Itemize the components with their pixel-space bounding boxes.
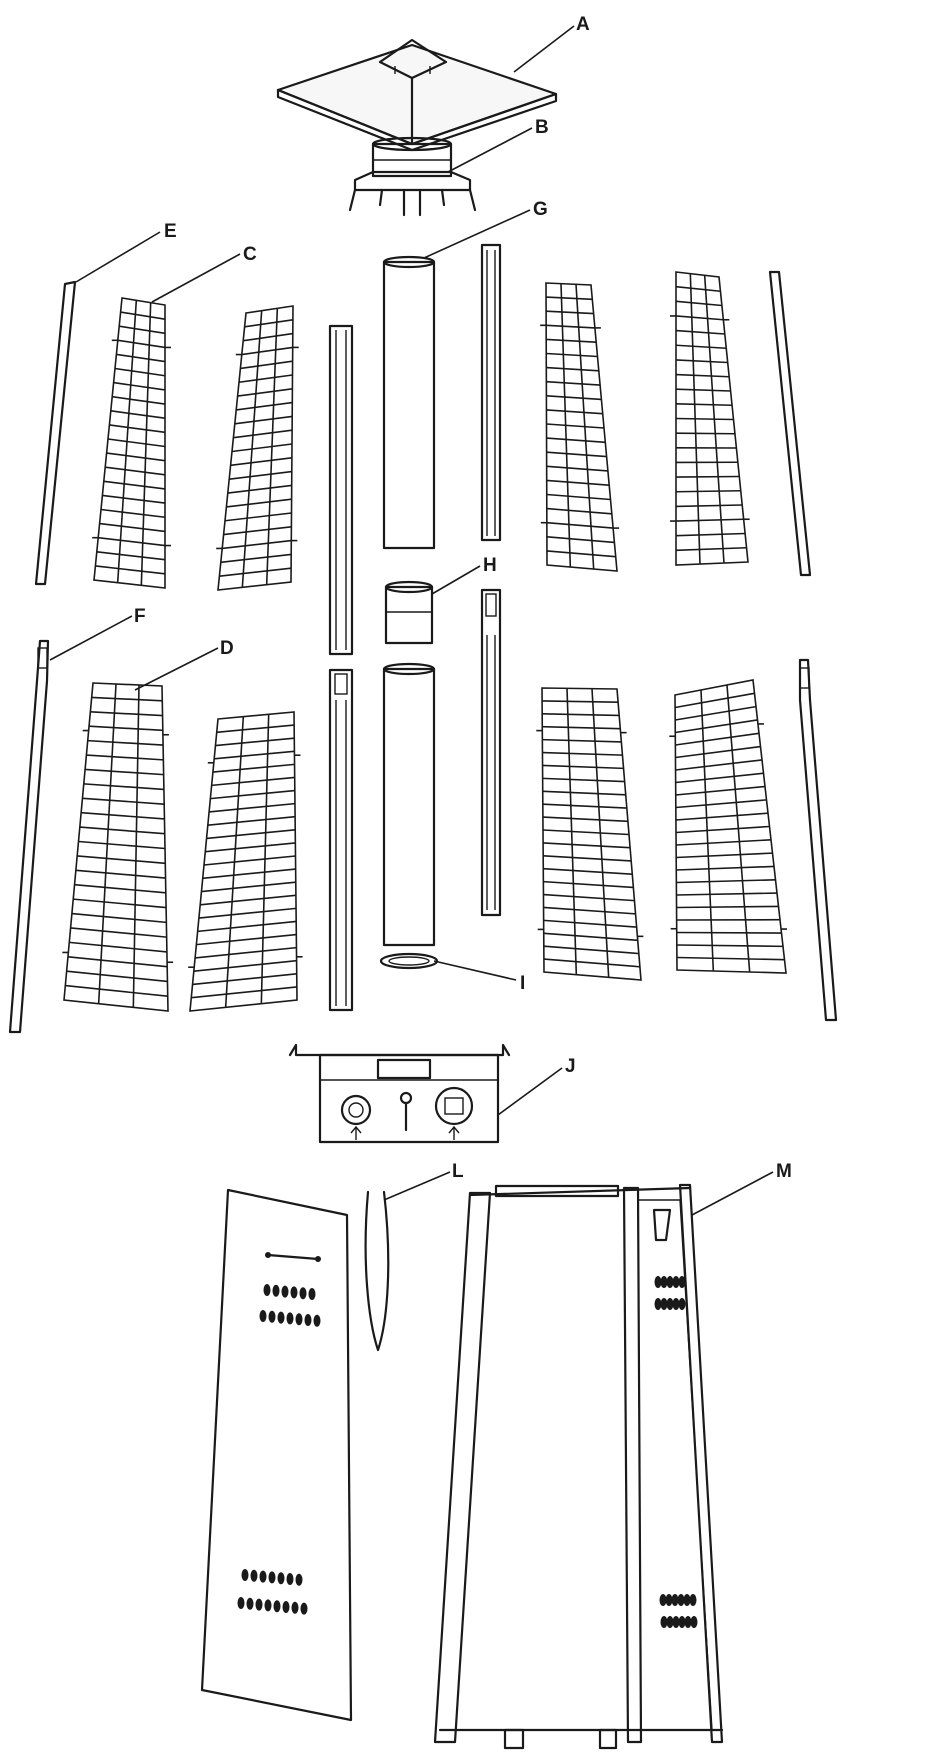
label-a: A	[576, 14, 590, 35]
label-l: L	[452, 1161, 464, 1182]
label-f: F	[134, 606, 146, 627]
part-d-lower-guards	[62, 679, 788, 1012]
label-m: M	[776, 1161, 792, 1182]
part-b-burner-head	[348, 136, 477, 217]
label-j: J	[565, 1056, 576, 1077]
front-door-panel	[200, 1188, 353, 1722]
part-l-hose	[364, 1190, 390, 1352]
part-a-top-cap	[276, 38, 558, 152]
label-h: H	[483, 555, 497, 576]
channel-posts	[328, 243, 502, 1012]
label-i: I	[520, 973, 525, 994]
label-g: G	[533, 199, 548, 220]
lower-tube	[382, 662, 436, 947]
label-e: E	[164, 221, 177, 242]
label-b: B	[535, 117, 549, 138]
label-d: D	[220, 638, 234, 659]
part-j-valve-box	[288, 1043, 511, 1144]
label-c: C	[243, 244, 257, 265]
part-f-lower-rods	[8, 639, 838, 1034]
part-m-base-housing	[433, 1183, 724, 1750]
part-e-upper-rods	[34, 270, 812, 586]
part-c-upper-guards	[92, 271, 750, 591]
part-g-upper-tube	[382, 255, 436, 550]
leader-lines	[49, 25, 774, 1216]
part-h-coupler	[384, 580, 434, 645]
part-i-ring	[379, 952, 439, 970]
part-labels: A B G E C H F D I J L M	[134, 14, 792, 1182]
